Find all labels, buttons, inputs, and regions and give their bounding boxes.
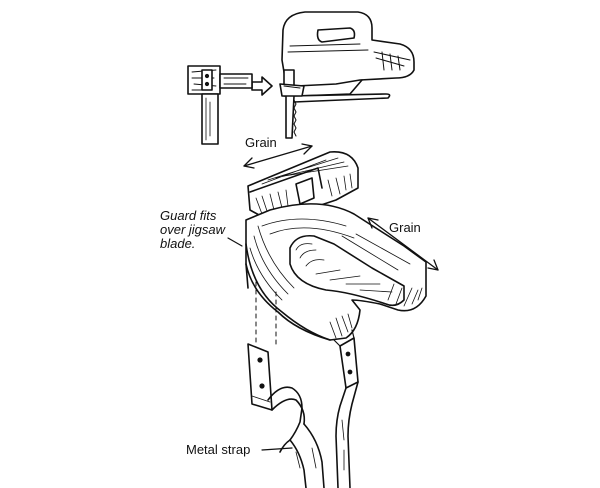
- guard-leader-line: [227, 237, 243, 247]
- top-block: [247, 151, 359, 221]
- guard-label: Guard fits over jigsaw blade.: [160, 209, 225, 251]
- guard-label-line-3: blade.: [160, 236, 196, 251]
- metal-strap: [247, 329, 359, 488]
- jigsaw: [279, 11, 415, 139]
- u-guard: [245, 203, 427, 341]
- metal-strap-label: Metal strap: [186, 442, 251, 457]
- grain-arrow-right: [367, 217, 439, 271]
- dashed-guide-lines: [255, 281, 277, 349]
- right-arrow-icon: [251, 76, 273, 96]
- guard-label-line-1: Guard fits: [160, 208, 217, 223]
- guard-label-line-2: over jigsaw: [160, 222, 226, 237]
- strap-leader-line: [261, 447, 293, 451]
- grain-label-top: Grain: [245, 135, 277, 150]
- grain-label-right: Grain: [389, 220, 421, 235]
- grain-arrow-top: [243, 143, 313, 169]
- guard-detail-small: [187, 65, 253, 145]
